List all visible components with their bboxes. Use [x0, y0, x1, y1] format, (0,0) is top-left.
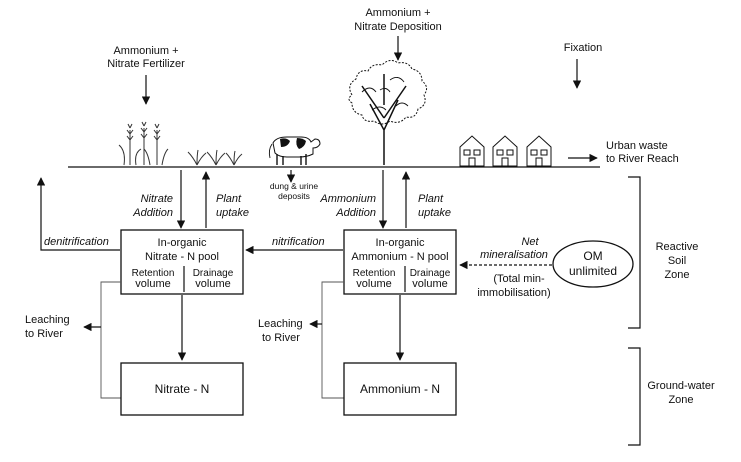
- houses-icon: [459, 135, 552, 167]
- ammonium-n-box: [343, 362, 457, 416]
- grass-tufts-icon: [187, 149, 243, 166]
- nitrate-pool-box: [120, 229, 244, 295]
- deposition-label-2: Nitrate Deposition: [354, 21, 441, 33]
- left-leaching-label-2: to River: [25, 328, 63, 340]
- dung-label-1: dung & urine: [270, 181, 318, 191]
- om-ellipse: [552, 240, 634, 288]
- ammonium-pool-title-1: In-organic: [376, 237, 425, 249]
- ammonium-pool-title-2: Ammonium - N pool: [351, 251, 448, 263]
- nitrate-pool-title-1: In-organic: [158, 237, 207, 249]
- net-mineralisation-label-2: mineralisation: [480, 249, 548, 261]
- cow-icon: [268, 136, 321, 165]
- groundwater-zone-bracket: [628, 347, 641, 446]
- ammonium-retention-label-1: Retention: [353, 268, 396, 279]
- tree-icon: [348, 59, 428, 165]
- fixation-label: Fixation: [564, 42, 603, 54]
- urban-label-1: Urban waste: [606, 140, 668, 152]
- om-label-1: OM: [583, 249, 602, 263]
- groundwater-zone-label-1: Ground-water: [647, 380, 715, 392]
- ammonium-addition-label-2: Addition: [335, 207, 376, 219]
- right-leaching-label-1: Leaching: [258, 318, 303, 330]
- nitrate-addition-label-1: Nitrate: [141, 193, 173, 205]
- nitrate-pool-title-2: Nitrate - N pool: [145, 251, 219, 263]
- denitrification-label: denitrification: [44, 236, 109, 248]
- nitrate-retention-label-1: Retention: [132, 268, 175, 279]
- net-mineralisation-label-1: Net: [521, 236, 539, 248]
- reactive-zone-label-1: Reactive: [656, 241, 699, 253]
- plant-uptake-right-label-1: Plant: [418, 193, 444, 205]
- ammonium-drainage-label-2: volume: [412, 278, 447, 290]
- om-label-2: unlimited: [569, 264, 617, 278]
- wheat-plants-icon: [118, 121, 169, 166]
- right-leaching-label-2: to River: [262, 332, 300, 344]
- left-leach-bracket: [100, 281, 121, 399]
- plant-uptake-right-label-2: uptake: [418, 207, 451, 219]
- denitrification-arrow: [36, 177, 120, 251]
- groundwater-zone-label-2: Zone: [668, 394, 693, 406]
- urban-label-2: to River Reach: [606, 153, 679, 165]
- nitrate-addition-label-2: Addition: [132, 207, 173, 219]
- left-leaching-label-1: Leaching: [25, 314, 70, 326]
- nitrate-drainage-label-1: Drainage: [193, 268, 234, 279]
- ammonium-pool-box: [343, 229, 457, 295]
- nitrate-drainage-label-2: volume: [195, 278, 230, 290]
- dung-label-2: deposits: [278, 191, 310, 201]
- nitrate-retention-label-2: volume: [135, 278, 170, 290]
- total-min-label-1: (Total min-: [493, 273, 545, 285]
- reactive-zone-label-3: Zone: [664, 269, 689, 281]
- plant-uptake-left-label-1: Plant: [216, 193, 242, 205]
- nitrification-label: nitrification: [272, 236, 325, 248]
- deposition-label-1: Ammonium +: [365, 7, 430, 19]
- fertilizer-label-2: Nitrate Fertilizer: [107, 58, 185, 70]
- reactive-zone-bracket: [628, 176, 641, 329]
- total-min-label-2: immobilisation): [477, 287, 550, 299]
- nitrate-n-box: [120, 362, 244, 416]
- plant-uptake-left-label-2: uptake: [216, 207, 249, 219]
- ammonium-drainage-label-1: Drainage: [410, 268, 451, 279]
- ammonium-n-label: Ammonium - N: [360, 382, 440, 396]
- reactive-zone-label-2: Soil: [668, 255, 686, 267]
- right-leach-bracket: [321, 281, 344, 399]
- fertilizer-label-1: Ammonium +: [113, 45, 178, 57]
- nitrate-n-label: Nitrate - N: [155, 382, 210, 396]
- ammonium-retention-label-2: volume: [356, 278, 391, 290]
- ammonium-addition-label-1: Ammonium: [319, 193, 376, 205]
